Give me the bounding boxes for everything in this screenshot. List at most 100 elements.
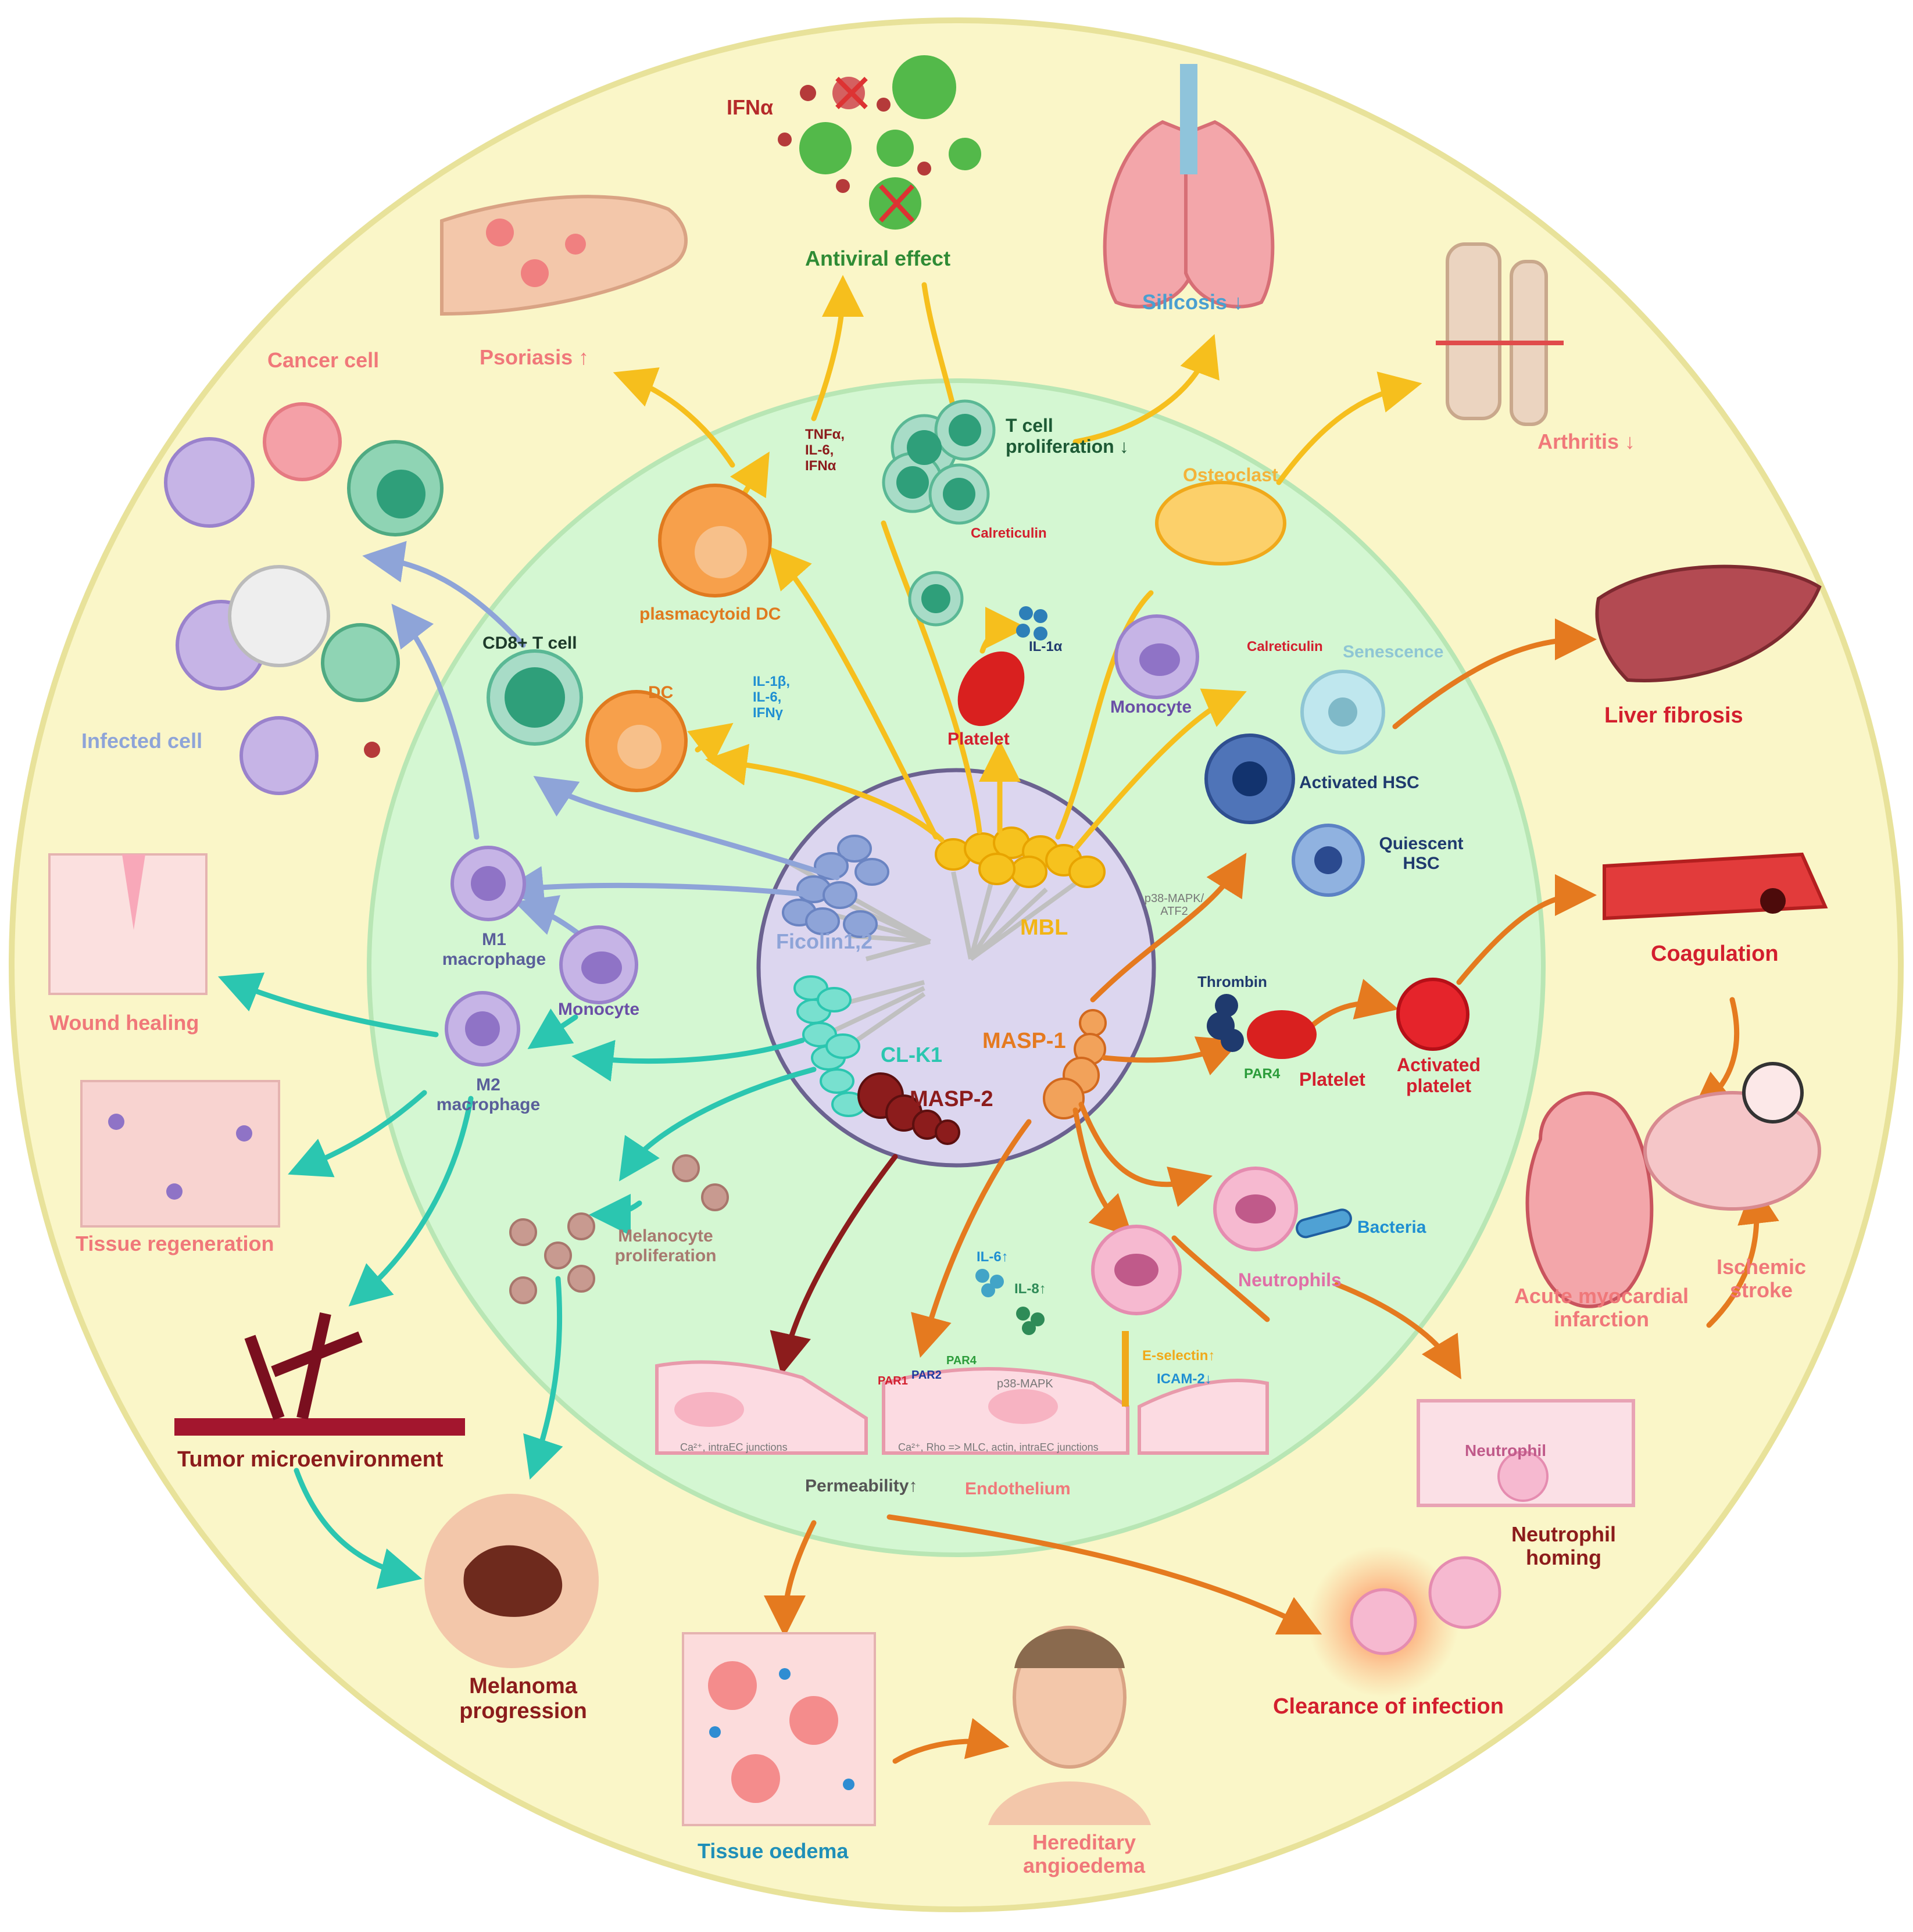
senescent-hsc [1300,670,1385,754]
label-hae: Hereditary angioedema [988,1830,1180,1878]
clearance-img [1308,1546,1501,1697]
label-platelet-right: Platelet [1299,1069,1365,1090]
label-cytokine-tnfa: TNFα, [805,427,845,442]
label-tcell-line2: proliferation ↓ [1006,435,1129,457]
arrow-mbl-pdc [768,546,939,840]
arrow-masp1-neutrophils [1078,1101,1213,1207]
neutrophil-center [1091,1225,1182,1315]
label-tcell: T cell proliferation ↓ [1006,415,1129,457]
arrow-oedema-hae [892,1718,1010,1764]
liver-illustration [1595,564,1822,682]
arrow-to-arthritis [1276,371,1422,485]
label-neutrophils: Neutrophils [1238,1269,1342,1290]
arrow-mbl-monocyte [1055,590,1154,840]
arrow-monocyte-m2 [527,1008,578,1049]
label-ifna: IFNα [727,95,774,119]
label-calreticulin-1: Calreticulin [971,525,1047,541]
cytokine-dots [975,1269,1045,1335]
label-permeability: Permeability↑ [805,1476,918,1495]
brain-img [1643,1062,1821,1211]
m2-macrophage [445,991,520,1067]
label-cytokines-pdc: TNFα, IL-6, IFNα [805,427,845,474]
label-osteoclast: Osteoclast [1183,464,1278,485]
neutrophils-cell [1213,1167,1298,1251]
monocyte-left [559,925,638,1004]
arrow-m2-tumor [348,1096,474,1307]
endothelium-cells [655,1360,1269,1455]
arrow-mbl-tcell [881,520,982,834]
label-m2-line2: macrophage [436,1094,541,1114]
pdc-cell [658,484,772,598]
label-ficolin: Ficolin1,2 [776,929,873,953]
thrombin [1207,994,1244,1052]
arrow-m1-infected [391,603,480,840]
label-thrombin: Thrombin [1197,973,1267,990]
arrow-permeability-clearance [886,1514,1322,1635]
neutrophil-vessel [1417,1399,1635,1507]
arrow-masp2-endothelium [770,1154,898,1376]
arrow-cd8-cancer [362,541,526,648]
arrow-permeability-oedema [764,1520,817,1637]
clk1-molecule [793,975,926,1117]
inhibit-antiviral [921,282,956,410]
label-monocyte-left: Monocyte [558,1000,640,1019]
arrow-m2-tissue [288,1090,427,1178]
e-selectin-bar [1122,1331,1129,1407]
arrow-melanocyte [589,1193,642,1236]
arrow-monocyte-m1 [514,895,584,939]
mbl-molecule [935,827,1106,961]
activated-hsc [1204,734,1295,824]
label-ami-line2: infarction [1553,1307,1649,1332]
label-hae-line1: Hereditary [1032,1830,1136,1854]
tissue-oedema-img [682,1632,876,1826]
label-p38-mapk: p38-MAPK [997,1378,1053,1390]
monocyte-top [1114,614,1199,699]
label-mbl: MBL [1020,915,1068,940]
label-ami: Acute myocardial infarction [1497,1284,1706,1332]
label-cytokine-ifna: IFNα [805,457,836,474]
label-par4-platelet: PAR4 [1244,1066,1281,1082]
label-activated-hsc: Activated HSC [1299,773,1419,792]
label-eselectin: E-selectin↑ [1142,1348,1215,1364]
ficolin-molecule [782,835,931,961]
label-ca-rho: Ca²⁺, Rho => MLC, actin, intraEC junctio… [898,1441,1099,1453]
platelet-top [957,651,1025,727]
label-tissue-oedema: Tissue oedema [698,1839,849,1863]
label-activated-platelet: Activated platelet [1383,1054,1494,1097]
arrow-to-liver [1392,618,1597,729]
activated-platelet [1396,978,1469,1051]
label-calreticulin-2: Calreticulin [1247,639,1323,654]
label-tumor-micro: Tumor microenvironment [177,1447,444,1472]
cd8-tcell [487,649,583,746]
label-endothelium: Endothelium [965,1479,1071,1498]
dc-cell [585,690,688,792]
label-stroke: Ischemic stroke [1692,1255,1831,1303]
label-platelet-top: Platelet [947,729,1010,749]
label-il6: IL-6↑ [977,1249,1009,1265]
label-coagulation: Coagulation [1651,942,1779,966]
cancer-cells [164,402,444,536]
label-m2: M2 macrophage [424,1075,552,1114]
label-il1a: IL-1α [1029,639,1063,654]
label-m2-line1: M2 [476,1075,500,1094]
label-p38-atf2-line1: p38-MAPK/ [1144,892,1204,905]
label-masp2: MASP-2 [910,1087,993,1111]
label-m1: M1 macrophage [430,930,558,969]
melanocytes [509,1154,729,1304]
bacteria [1296,1208,1352,1239]
label-neutrophil-homing-line1: Neutrophil [1511,1522,1616,1546]
arrow-ficolin-m1 [502,866,817,908]
osteoclast-cell [1155,481,1286,566]
label-cytokine-ifng: IFNγ [753,704,784,721]
label-melanocyte-line1: Melanocyte [618,1226,713,1246]
label-cytokine-il6: IL-6, [805,442,834,458]
label-quiescent-hsc: Quiescent HSC [1366,834,1476,873]
arrow-masp1-platelet [1102,1036,1242,1076]
platelet-right [1247,1010,1317,1059]
tumor-vessel [174,1312,465,1436]
label-neutrophil-vessel: Neutrophil [1465,1441,1546,1459]
label-melanocyte-line2: proliferation [614,1246,717,1265]
label-clearance: Clearance of infection [1273,1694,1504,1719]
